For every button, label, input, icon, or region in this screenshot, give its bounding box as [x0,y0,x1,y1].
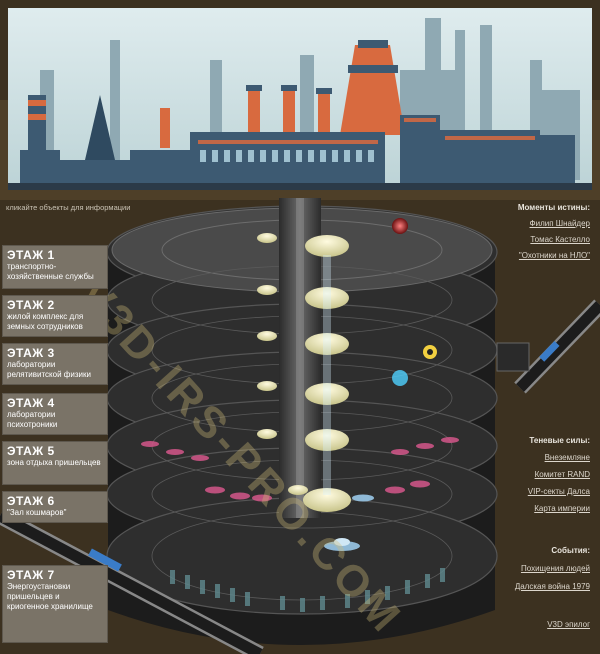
events-heading: События: [551,546,590,555]
floor-desc: "Зал кошмаров" [7,508,67,517]
floor-desc: Энергоустановки пришельцев и криогенное … [7,582,93,611]
floor-title: ЭТАЖ 5 [7,444,55,458]
train-right [539,341,560,362]
surface-factory-panel [8,8,592,190]
alert-hotspot-icon [392,218,408,234]
underground-base [106,198,498,645]
floor-title: ЭТАЖ 6 [7,494,55,508]
click-hint: кликайте объекты для информации [6,203,131,212]
link-rand[interactable]: Комитет RAND [534,470,590,479]
chimneys [28,40,405,183]
link-schneider[interactable]: Филип Шнайдер [529,219,590,228]
link-epilogue[interactable]: V3D эпилог [547,620,590,629]
transport-tunnels [0,299,600,654]
floor-title: ЭТАЖ 1 [7,248,55,262]
floor-label-6[interactable]: ЭТАЖ 6 "Зал кошмаров" [2,491,108,523]
link-dulce-war[interactable]: Далская война 1979 [514,582,590,591]
truth-heading: Моменты истины: [517,203,590,212]
floor-title: ЭТАЖ 2 [7,298,55,312]
energy-orb-icon [392,370,408,386]
shadow-heading: Теневые силы: [529,436,590,445]
train-left [88,548,122,572]
link-castello[interactable]: Томас Кастелло [530,235,590,244]
floor-label-7[interactable]: ЭТАЖ 7 Энергоустановки пришельцев и крио… [2,565,108,643]
link-ufo-hunters[interactable]: "Охотники на НЛО" [518,251,590,260]
floor-title: ЭТАЖ 4 [7,396,55,410]
floor-label-1[interactable]: ЭТАЖ 1 транспортно-хозяйственные службы [2,245,108,289]
floor-title: ЭТАЖ 7 [7,568,55,582]
floor-desc: зона отдыха пришельцев [7,458,101,467]
floor-label-3[interactable]: ЭТАЖ 3 лаборатории релятивитской физики [2,343,108,385]
floor-label-4[interactable]: ЭТАЖ 4 лаборатории психотроники [2,393,108,435]
floor-title: ЭТАЖ 3 [7,346,55,360]
shaft-domes [257,233,351,512]
link-empire-map[interactable]: Карта империи [534,504,590,513]
link-abductions[interactable]: Похищения людей [520,564,590,573]
floor-label-2[interactable]: ЭТАЖ 2 жилой комплекс для земных сотрудн… [2,295,108,337]
floor-desc: жилой комплекс для земных сотрудников [7,312,84,331]
floor-desc: транспортно-хозяйственные службы [7,262,94,281]
link-aliens[interactable]: Внеземляне [544,453,590,462]
link-vip-sects[interactable]: VIP-секты Далса [527,487,590,496]
floor-desc: лаборатории релятивитской физики [7,360,91,379]
floor-label-5[interactable]: ЭТАЖ 5 зона отдыха пришельцев [2,441,108,485]
floor-desc: лаборатории психотроники [7,410,58,429]
